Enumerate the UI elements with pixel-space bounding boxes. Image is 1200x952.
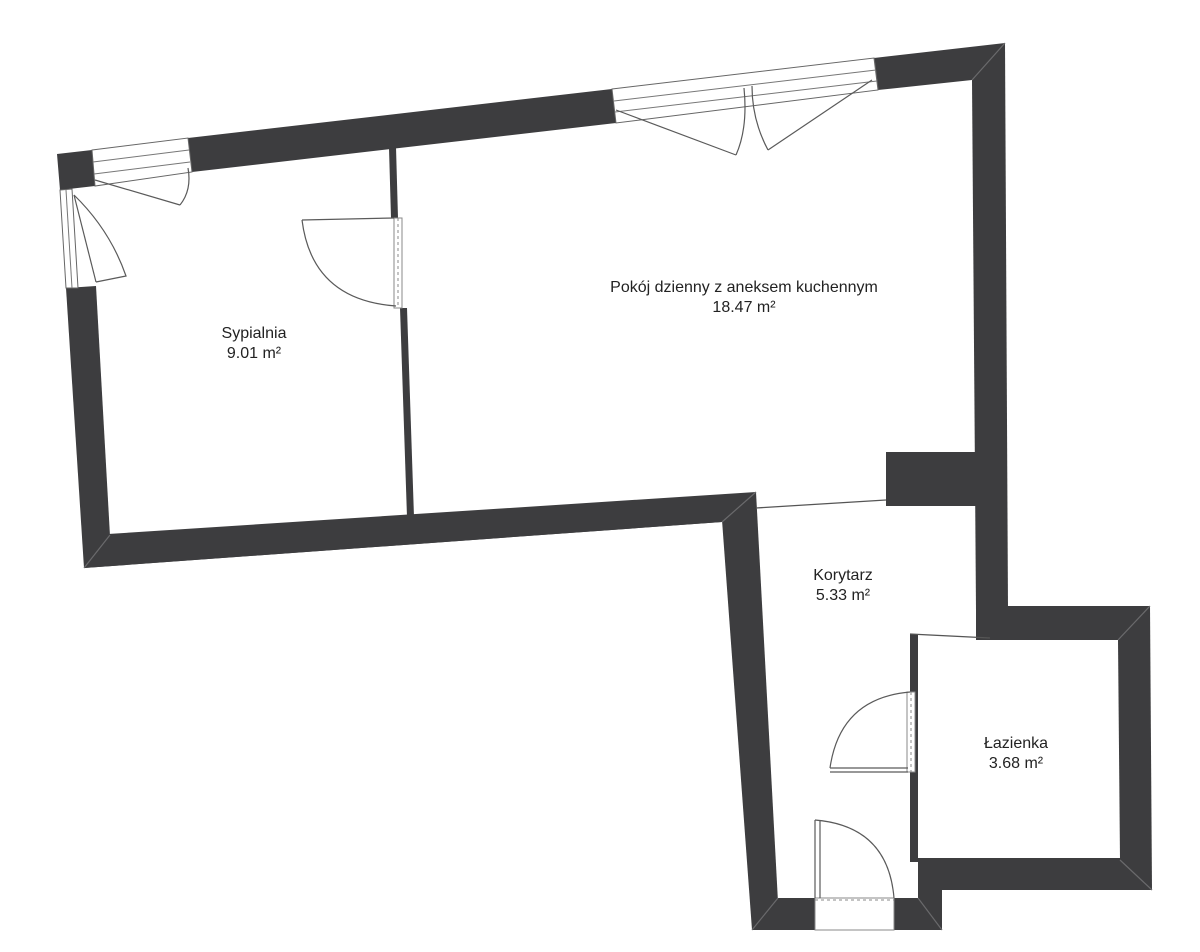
- wall-bathroom-bottom: [918, 858, 1152, 930]
- wall-top-middle: [188, 89, 616, 172]
- wall-entrance-right: [894, 898, 942, 930]
- wall-pillar: [886, 452, 976, 506]
- door-bathroom: [829, 691, 916, 773]
- wall-bottom-fill: [84, 492, 756, 568]
- wall-top-corner: [57, 150, 95, 190]
- wall-bathroom-top: [976, 606, 1150, 640]
- window-living-top: [611, 57, 879, 156]
- room-name-corridor: Korytarz: [813, 567, 873, 584]
- wall-corridor-left: [722, 492, 778, 930]
- room-name-bedroom: Sypialnia: [221, 325, 287, 342]
- wall-left: [66, 286, 110, 568]
- room-area-bedroom: 9.01 m²: [226, 345, 282, 362]
- room-area-corridor: 5.33 m²: [815, 587, 871, 604]
- wall-right-upper: [972, 43, 1008, 610]
- interior-walls: [389, 147, 991, 639]
- window-bedroom-top: [91, 137, 193, 206]
- room-label-living: Pokój dzienny z aneksem kuchennym 18.47 …: [610, 278, 878, 318]
- partition-bathroom-top: [909, 633, 991, 639]
- door-bedroom: [301, 217, 403, 309]
- room-area-bathroom: 3.68 m²: [988, 755, 1044, 772]
- partition-bedroom-living-bottom: [400, 308, 414, 517]
- room-label-corridor: Korytarz 5.33 m²: [813, 566, 873, 606]
- room-name-bathroom: Łazienka: [983, 735, 1049, 752]
- partition-living-corridor: [755, 499, 887, 509]
- wall-entrance-left: [752, 898, 815, 930]
- door-entrance: [814, 819, 895, 931]
- room-name-living: Pokój dzienny z aneksem kuchennym: [610, 279, 878, 296]
- wall-bathroom-right: [1118, 606, 1152, 890]
- room-label-bathroom: Łazienka 3.68 m²: [984, 734, 1048, 774]
- window-bedroom-left: [59, 188, 127, 289]
- partition-bedroom-living-top: [389, 147, 398, 218]
- wall-top-right: [874, 43, 1005, 90]
- room-area-living: 18.47 m²: [712, 299, 776, 316]
- wall-bevels: [83, 42, 1153, 931]
- outer-walls: [57, 43, 1152, 930]
- room-label-bedroom: Sypialnia 9.01 m²: [222, 324, 287, 364]
